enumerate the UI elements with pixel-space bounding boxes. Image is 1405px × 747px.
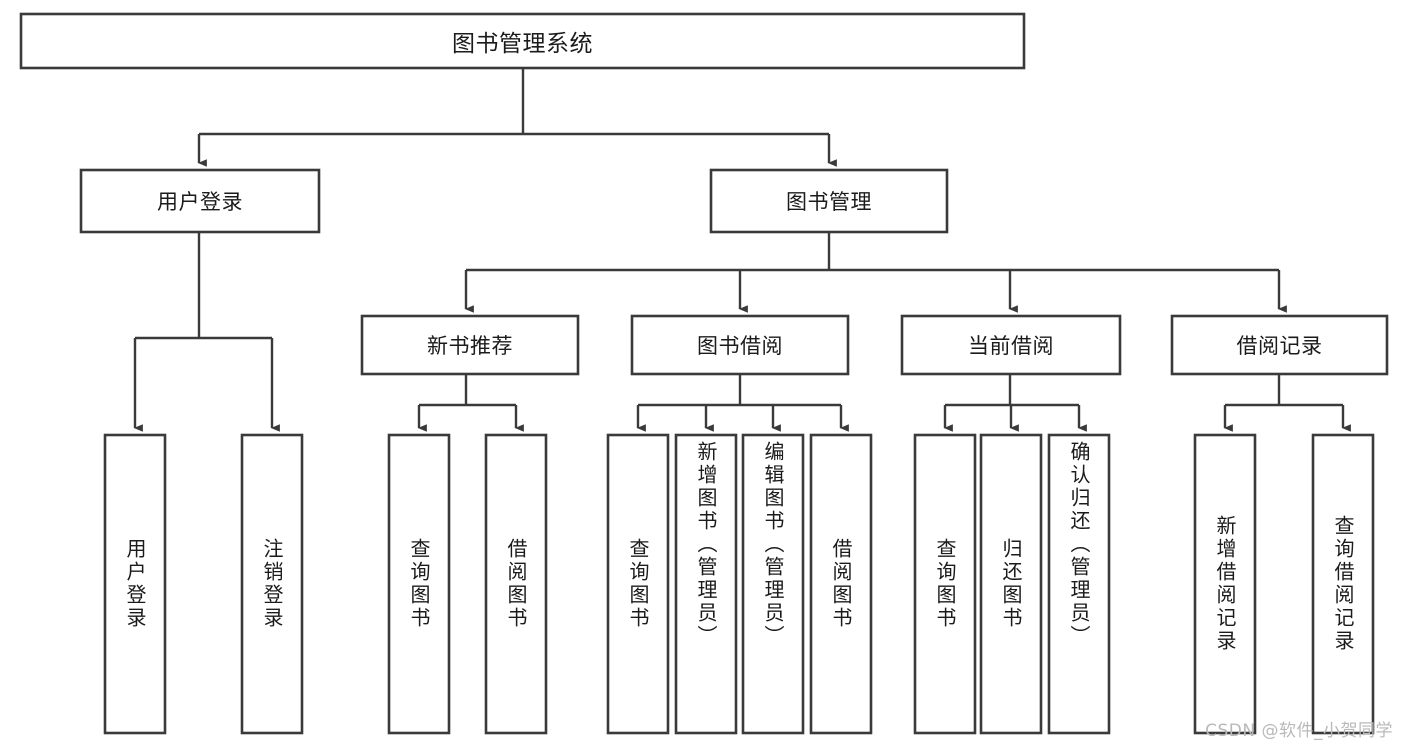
- leaf-box-query-book-cur[interactable]: [913, 433, 977, 735]
- leaf-box-add-book[interactable]: [674, 433, 738, 735]
- node-box-new-book-rec[interactable]: [360, 314, 580, 376]
- leaf-box-user-login[interactable]: [103, 433, 167, 735]
- node-box-root[interactable]: [19, 12, 1026, 70]
- node-box-book-borrow[interactable]: [630, 314, 850, 376]
- leaf-box-query-book-borrow[interactable]: [606, 433, 670, 735]
- leaf-box-borrow-book-rec[interactable]: [484, 433, 548, 735]
- leaf-box-borrow-book[interactable]: [809, 433, 873, 735]
- leaf-box-return-book[interactable]: [979, 433, 1043, 735]
- node-box-book-manage[interactable]: [709, 168, 949, 234]
- leaf-box-add-record[interactable]: [1193, 433, 1257, 735]
- node-box-current-borrow[interactable]: [900, 314, 1122, 376]
- node-box-borrow-record[interactable]: [1170, 314, 1389, 376]
- node-box-user-login[interactable]: [79, 168, 321, 234]
- leaf-box-edit-book[interactable]: [741, 433, 805, 735]
- leaf-box-confirm-return[interactable]: [1047, 433, 1111, 735]
- leaf-box-query-record[interactable]: [1311, 433, 1375, 735]
- leaf-box-query-book-rec[interactable]: [387, 433, 451, 735]
- leaf-box-logout[interactable]: [240, 433, 304, 735]
